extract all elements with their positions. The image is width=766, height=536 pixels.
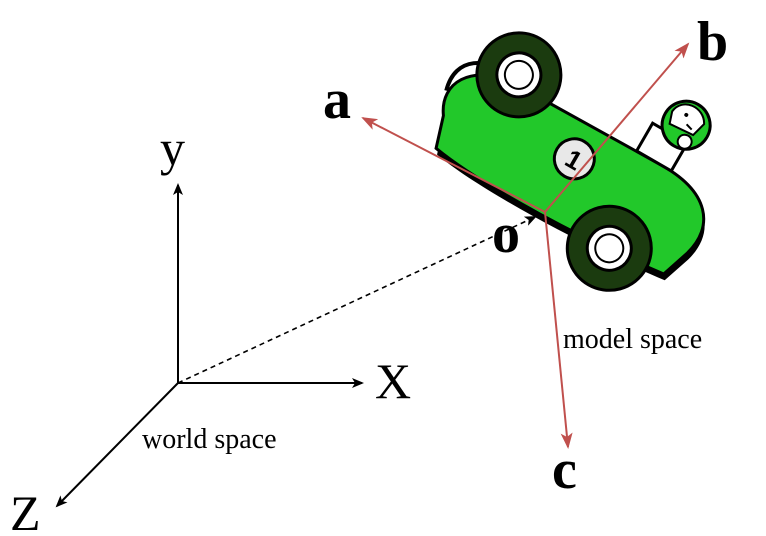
world-x-label: X [375, 353, 411, 409]
world-z-axis [55, 382, 179, 508]
driver-icon [634, 99, 712, 173]
world-space-label: world space [142, 424, 277, 455]
model-c-axis [544, 211, 573, 449]
front-wheel [475, 31, 563, 119]
world-axes [55, 183, 537, 508]
model-a-axis [361, 117, 546, 213]
model-b-label: b [697, 11, 728, 73]
world-y-label: y [160, 120, 185, 176]
world-z-label: Z [10, 485, 41, 536]
model-a-label: a [323, 69, 351, 131]
model-origin-label: o [492, 203, 520, 265]
world-to-model-dashed-line [177, 216, 537, 384]
model-axes [361, 42, 690, 449]
car-number-roundel [552, 137, 596, 181]
rear-wheel [565, 204, 653, 292]
model-c-label: c [552, 439, 577, 501]
model-space-label: model space [563, 324, 702, 355]
model-b-axis [544, 42, 690, 213]
